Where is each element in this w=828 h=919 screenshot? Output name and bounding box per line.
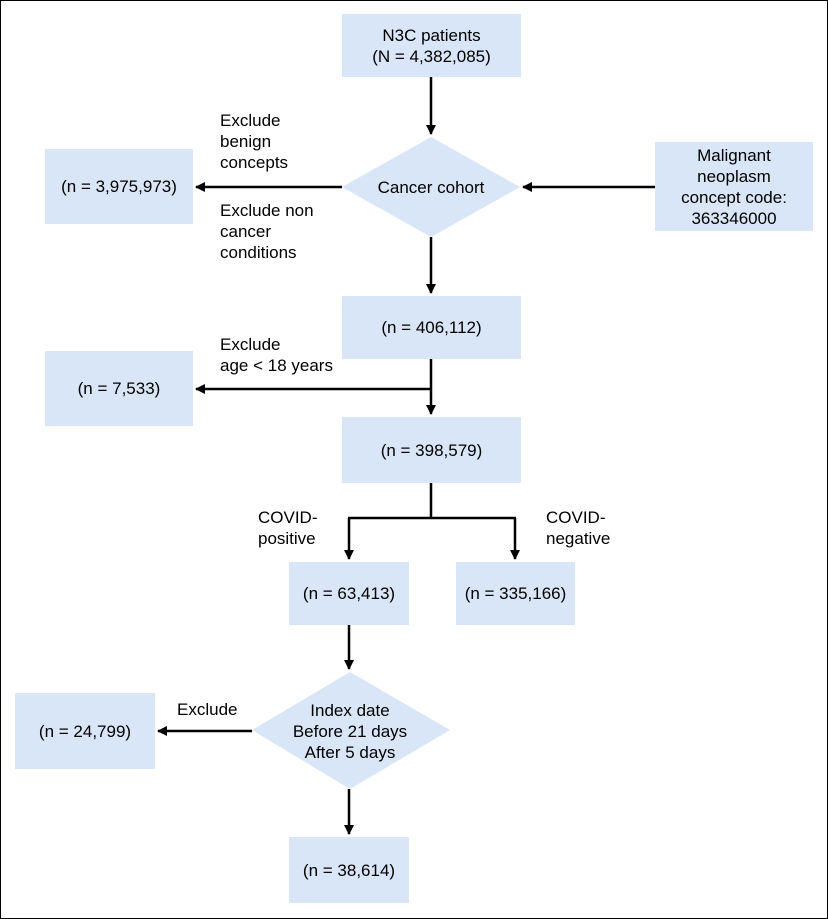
final-cohort-box: (n = 38,614) bbox=[289, 837, 409, 903]
covid-positive-count: (n = 63,413) bbox=[302, 584, 396, 603]
exclude-non-cancer-label: Exclude non cancer conditions bbox=[220, 201, 314, 262]
exclude-benign-label: Exclude benign concepts bbox=[220, 111, 289, 172]
n3c-title: N3C patients bbox=[382, 25, 481, 45]
malignant-box: Malignant neoplasm concept code: 3633460… bbox=[655, 142, 813, 231]
excluded-cancer-count: (n = 3,975,973) bbox=[61, 177, 177, 196]
covid-negative-count: (n = 335,166) bbox=[464, 584, 567, 603]
cancer-cohort-label: Cancer cohort bbox=[377, 177, 485, 197]
malignant-text: Malignant neoplasm concept code: 3633460… bbox=[681, 145, 787, 228]
cancer-cohort-diamond bbox=[342, 137, 520, 237]
exclude-age-label: Exclude age < 18 years bbox=[220, 335, 333, 375]
n398-count: (n = 398,579) bbox=[380, 440, 483, 460]
covid-negative-label: COVID- negative bbox=[546, 508, 611, 548]
covid-positive-label: COVID- positive bbox=[258, 508, 318, 548]
exclude-label: Exclude bbox=[177, 700, 238, 719]
excluded-age-count: (n = 7,533) bbox=[77, 379, 161, 398]
index-date-label: Index date Before 21 days After 5 days bbox=[292, 700, 408, 762]
n406-count: (n = 406,112) bbox=[381, 318, 482, 337]
n3c-patients-box: N3C patients (N = 4,382,085) bbox=[342, 14, 521, 77]
n406-box: (n = 406,112) bbox=[342, 296, 521, 359]
excluded-cancer-box: (n = 3,975,973) bbox=[45, 149, 193, 224]
excluded-index-count: (n = 24,799) bbox=[38, 721, 132, 741]
n398-box: (n = 398,579) bbox=[342, 417, 521, 483]
covid-positive-box: (n = 63,413) bbox=[289, 562, 409, 625]
final-cohort-count: (n = 38,614) bbox=[302, 860, 396, 880]
covid-negative-box: (n = 335,166) bbox=[456, 562, 575, 625]
excluded-age-box: (n = 7,533) bbox=[45, 351, 193, 426]
n3c-count: (N = 4,382,085) bbox=[372, 46, 491, 66]
excluded-index-box: (n = 24,799) bbox=[15, 693, 155, 769]
index-date-diamond bbox=[252, 672, 450, 789]
